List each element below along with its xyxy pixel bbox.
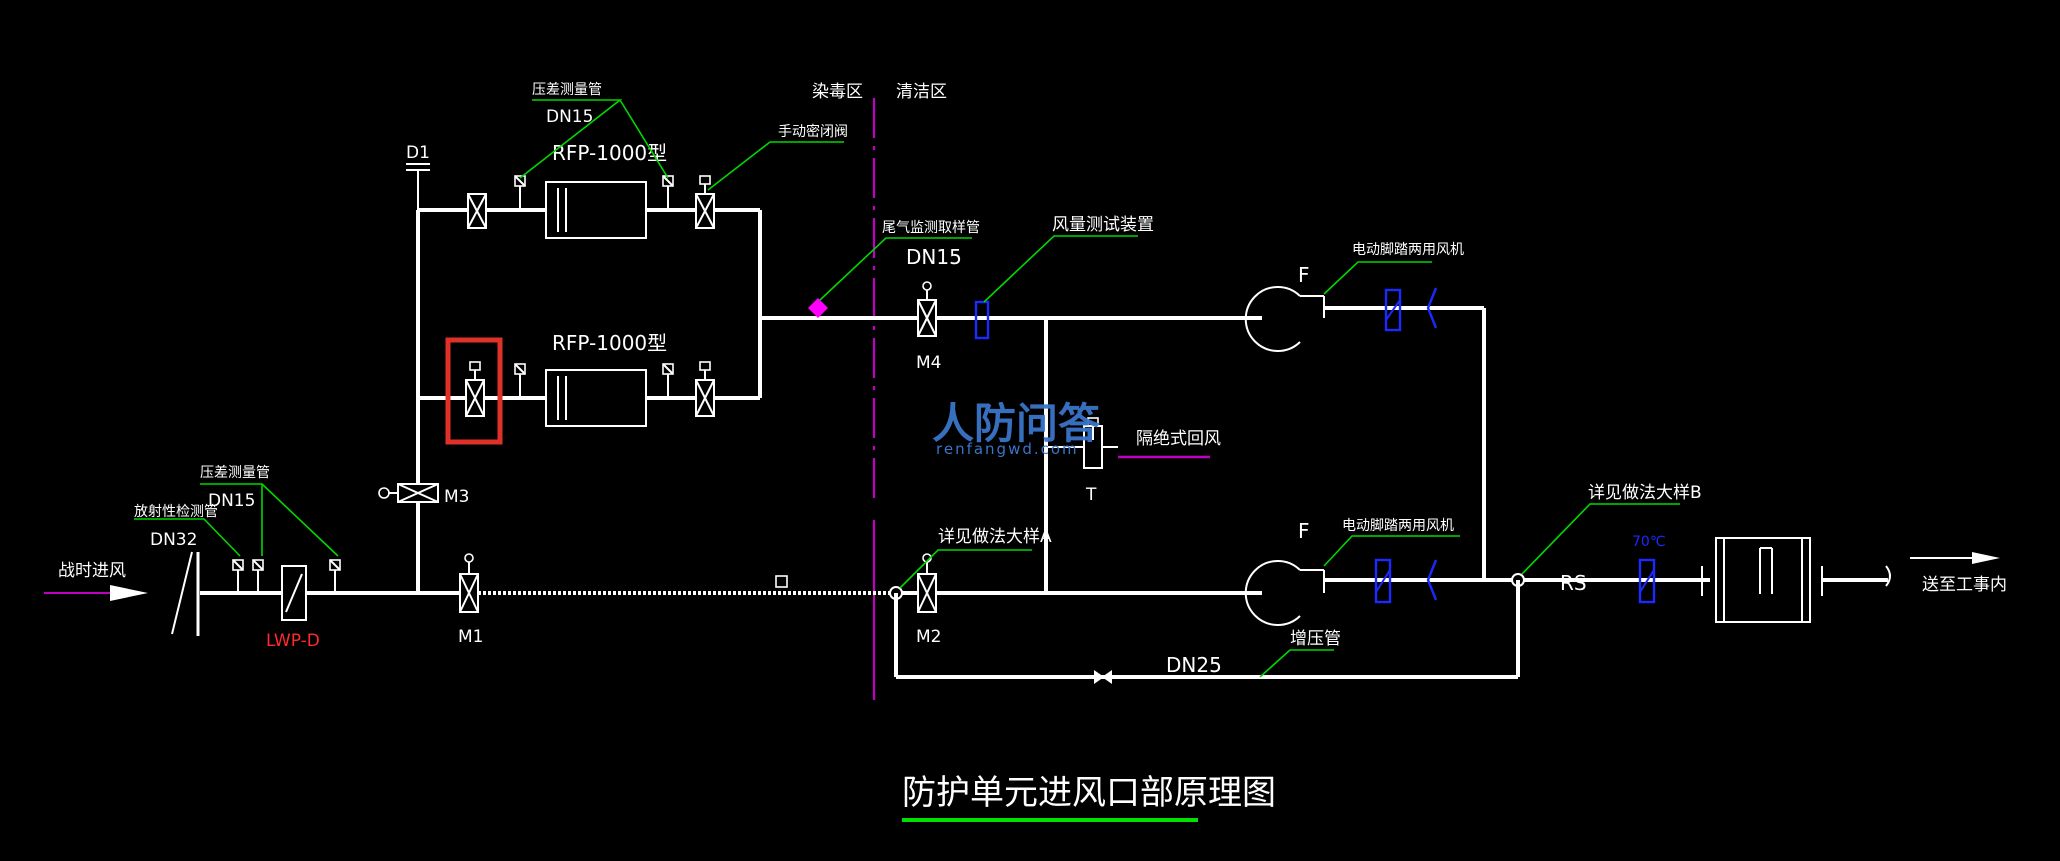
leader-airflow bbox=[983, 235, 1138, 303]
m3-label: M3 bbox=[444, 487, 469, 507]
intake-arrow-head bbox=[110, 585, 148, 601]
war-intake-label: 战时进风 bbox=[58, 561, 126, 581]
damper-t bbox=[1046, 417, 1118, 469]
out-arrow-head bbox=[1972, 552, 2000, 564]
manual-valve-label: 手动密闭阀 bbox=[778, 123, 848, 140]
small-square-marker bbox=[775, 575, 788, 588]
leader-exhaust bbox=[819, 237, 972, 301]
dn15-left-label: DN15 bbox=[208, 491, 255, 511]
rfp-mid-label: RFP-1000型 bbox=[552, 331, 667, 355]
valve-top-left bbox=[467, 193, 487, 229]
intake-louver bbox=[171, 551, 193, 635]
to-room-label: 送至工事内 bbox=[1922, 575, 2007, 595]
d1-label: D1 bbox=[406, 143, 430, 163]
valve-m3 bbox=[378, 483, 439, 503]
leader-detail-a bbox=[899, 549, 1032, 589]
highlight-box bbox=[445, 337, 503, 445]
airflow-test-device bbox=[974, 300, 990, 340]
dn32-label: DN32 bbox=[150, 530, 197, 550]
valve-m1 bbox=[459, 553, 479, 613]
valve-manual-mid bbox=[695, 361, 715, 417]
leader-detail-b bbox=[1521, 503, 1680, 575]
valve-small-mid-2 bbox=[662, 363, 674, 398]
return-air-label: 隔绝式回风 bbox=[1136, 429, 1221, 449]
f-bot-label: F bbox=[1298, 519, 1310, 543]
damper-bot-blue bbox=[1374, 558, 1438, 604]
airflow-test-label: 风量测试装置 bbox=[1052, 215, 1154, 235]
fan-top-label: 电动脚踏两用风机 bbox=[1352, 242, 1464, 258]
diagram-title: 防护单元进风口部原理图 bbox=[902, 773, 1276, 813]
rfp-filter-top bbox=[545, 181, 647, 239]
exhaust-sample-label: 尾气监测取样管 bbox=[882, 220, 980, 236]
valve-m4 bbox=[917, 281, 937, 337]
m4-label: M4 bbox=[916, 353, 941, 373]
valve-dp-tube-left-2 bbox=[329, 559, 341, 593]
leader-fan-top bbox=[1323, 261, 1432, 295]
dn15-mid-label: DN15 bbox=[906, 245, 962, 269]
pipe-break bbox=[1885, 565, 1891, 587]
valve-small-mid-1 bbox=[514, 363, 526, 398]
leader-dp-left-b bbox=[261, 483, 339, 557]
end-box bbox=[1701, 537, 1823, 623]
rs-label: RS bbox=[1560, 571, 1587, 595]
leader-radiation bbox=[134, 518, 241, 557]
dp-tube-left-label: 压差测量管 bbox=[200, 465, 270, 481]
watermark-main: 人防问答 bbox=[932, 399, 1101, 448]
watermark-sub: renfangwd.com bbox=[936, 440, 1079, 458]
f-top-label: F bbox=[1298, 263, 1310, 287]
dn15-top-label: DN15 bbox=[546, 107, 593, 127]
fire-damper-70-blade bbox=[1639, 569, 1655, 593]
sample-point bbox=[808, 298, 828, 318]
detail-b-label: 详见做法大样B bbox=[1588, 483, 1702, 503]
valve-dp-tube-left-1 bbox=[252, 559, 264, 593]
leader-dp-top-b bbox=[619, 99, 669, 179]
valve-small-top-2 bbox=[662, 175, 674, 210]
boost-pipe-label: 增压管 bbox=[1290, 629, 1341, 649]
dp-tube-top-label: 压差测量管 bbox=[532, 82, 602, 98]
lwp-label: LWP-D bbox=[266, 631, 320, 651]
leader-manual-valve bbox=[707, 141, 844, 191]
dn25-label: DN25 bbox=[1166, 653, 1222, 677]
detail-a-label: 详见做法大样A bbox=[938, 527, 1052, 547]
t-label: T bbox=[1085, 485, 1097, 505]
radiation-tube-label: 放射性检测管 bbox=[134, 504, 218, 520]
fire-damper-70 bbox=[1638, 558, 1656, 604]
valve-manual-top bbox=[695, 175, 715, 229]
valve-radiation-tube bbox=[232, 559, 244, 593]
lwp-filter bbox=[281, 565, 307, 621]
valve-mid-left bbox=[465, 361, 485, 417]
damper-top-blue bbox=[1384, 287, 1438, 332]
fan-bot-label: 电动脚踏两用风机 bbox=[1342, 518, 1454, 534]
zone-label-clean: 清洁区 bbox=[896, 82, 947, 102]
zone-label-dirty: 染毒区 bbox=[812, 82, 863, 102]
boost-valve bbox=[1094, 670, 1112, 684]
m2-label: M2 bbox=[916, 627, 941, 647]
valve-small-top-1 bbox=[514, 175, 526, 210]
m1-label: M1 bbox=[458, 627, 483, 647]
temp-label: 70℃ bbox=[1632, 534, 1666, 550]
rfp-top-label: RFP-1000型 bbox=[552, 141, 667, 165]
rfp-filter-mid bbox=[545, 369, 647, 427]
leader-fan-bot bbox=[1323, 535, 1460, 567]
leader-boost bbox=[1259, 649, 1334, 678]
